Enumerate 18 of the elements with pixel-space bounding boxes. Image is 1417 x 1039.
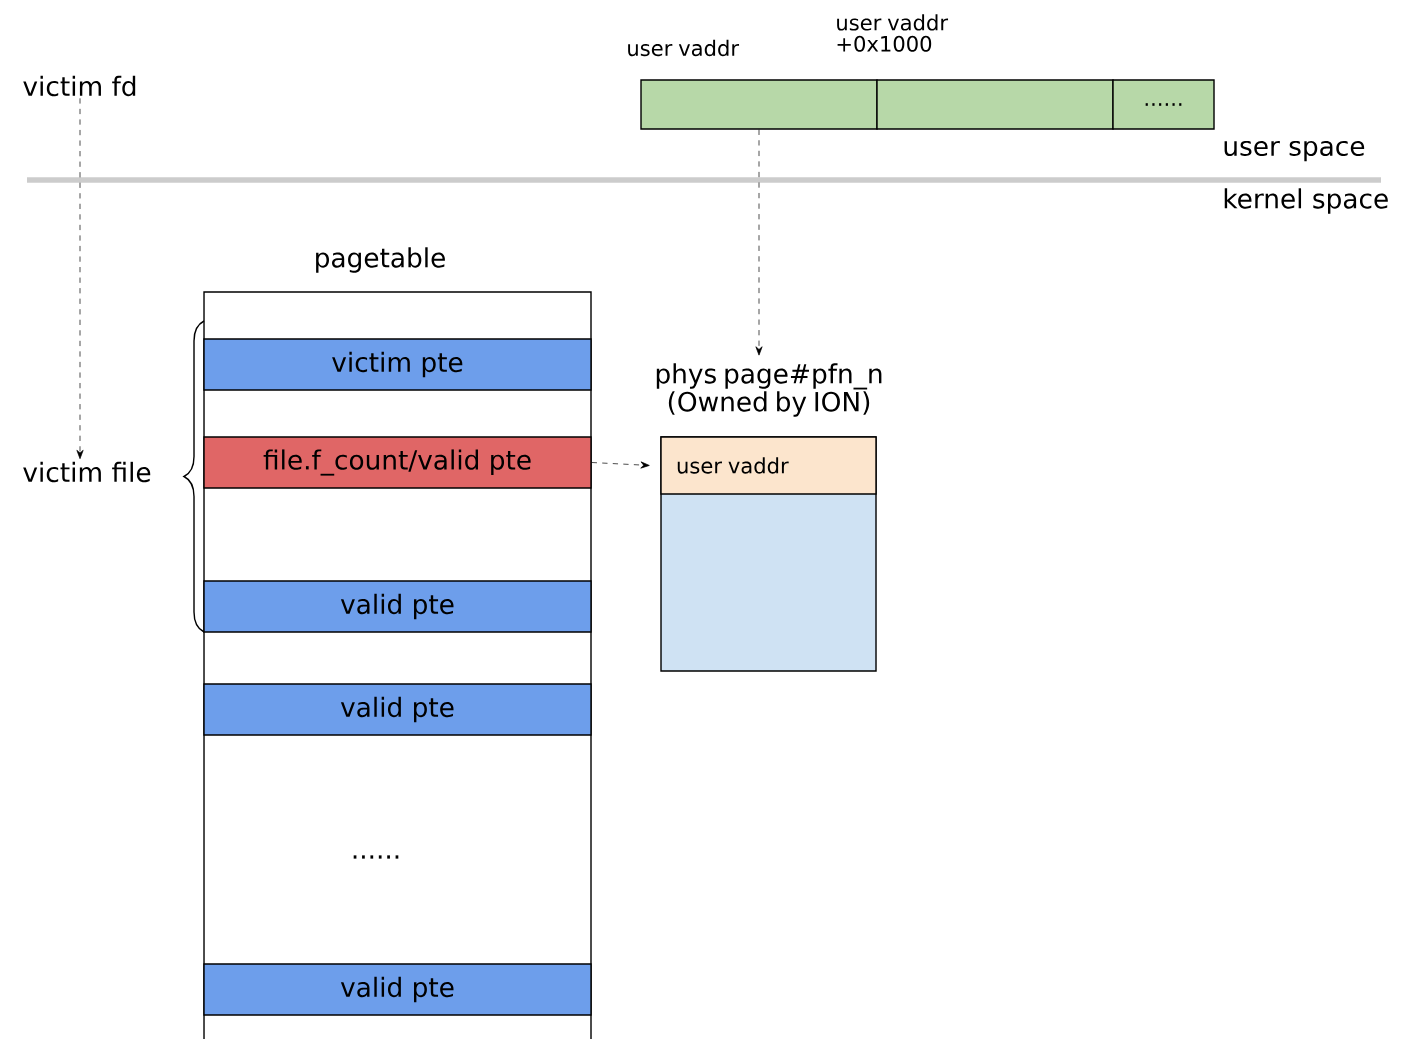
page-slot: user vaddr <box>660 436 877 495</box>
label-text: victim file <box>23 461 151 483</box>
label-text: victim fd <box>23 75 136 97</box>
table-row: valid pte <box>203 580 592 633</box>
node-label: phys page#pfn_n (Owned by ION) <box>656 363 882 417</box>
region-label: user space <box>1224 140 1365 162</box>
memory-cell <box>640 79 878 130</box>
arrow <box>76 97 84 460</box>
address-label: user vaddr <box>628 39 740 57</box>
table-row: file.f_count/valid pte <box>203 436 592 489</box>
arrow <box>755 129 763 356</box>
table-row: valid pte <box>203 683 592 736</box>
region-label: kernel space <box>1224 188 1388 214</box>
table-row: valid pte <box>203 963 592 1016</box>
table-row: victim pte <box>203 338 592 391</box>
address-label: user vaddr +0x1000 <box>837 14 949 52</box>
arrow <box>591 461 650 469</box>
memory-cell: ...... <box>1112 79 1215 130</box>
